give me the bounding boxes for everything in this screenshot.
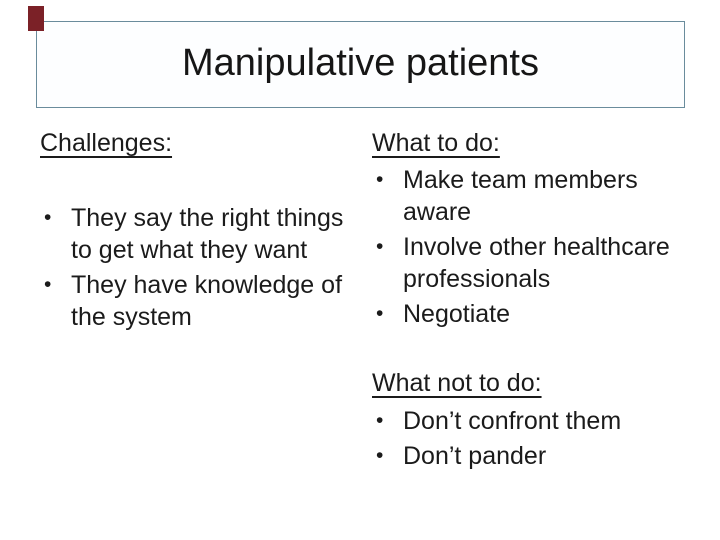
bullet-marker: • bbox=[44, 273, 52, 296]
bullet-marker: • bbox=[376, 409, 384, 432]
what-to-do-heading-text: What to do: bbox=[372, 129, 500, 157]
bullet-marker: • bbox=[44, 206, 52, 229]
bullet-marker: • bbox=[376, 235, 384, 258]
list-item: • Don’t pander bbox=[372, 440, 685, 472]
list-item: • Involve other healthcare professionals bbox=[372, 231, 685, 295]
what-not-to-do-heading: What not to do: bbox=[372, 367, 685, 399]
slide-title: Manipulative patients bbox=[182, 41, 539, 84]
list-item: • Negotiate bbox=[372, 298, 685, 330]
bullet-marker: • bbox=[376, 444, 384, 467]
list-item: • Don’t confront them bbox=[372, 405, 685, 437]
bullet-text: They have knowledge of the system bbox=[71, 271, 343, 331]
bullet-text: They say the right things to get what th… bbox=[71, 204, 344, 264]
bullet-text: Don’t pander bbox=[403, 442, 547, 470]
list-item: • They have knowledge of the system bbox=[40, 269, 368, 333]
accent-bar bbox=[28, 6, 44, 31]
what-not-to-do-heading-text: What not to do: bbox=[372, 369, 542, 397]
advice-column: What to do: • Make team members aware • … bbox=[372, 127, 685, 475]
bullet-text: Involve other healthcare professionals bbox=[403, 233, 670, 293]
bullet-text: Negotiate bbox=[403, 300, 511, 328]
challenges-heading: Challenges: bbox=[40, 127, 368, 159]
list-item: • They say the right things to get what … bbox=[40, 202, 368, 266]
title-box: Manipulative patients bbox=[36, 21, 685, 108]
list-item: • Make team members aware bbox=[372, 164, 685, 228]
challenges-list: • They say the right things to get what … bbox=[40, 202, 368, 333]
challenges-column: Challenges: • They say the right things … bbox=[40, 127, 368, 336]
bullet-marker: • bbox=[376, 168, 384, 191]
bullet-marker: • bbox=[376, 302, 384, 325]
bullet-text: Don’t confront them bbox=[403, 407, 622, 435]
what-to-do-heading: What to do: bbox=[372, 127, 685, 159]
challenges-heading-text: Challenges: bbox=[40, 129, 173, 157]
what-not-to-do-list: • Don’t confront them • Don’t pander bbox=[372, 405, 685, 472]
bullet-text: Make team members aware bbox=[403, 166, 638, 226]
what-to-do-list: • Make team members aware • Involve othe… bbox=[372, 164, 685, 330]
